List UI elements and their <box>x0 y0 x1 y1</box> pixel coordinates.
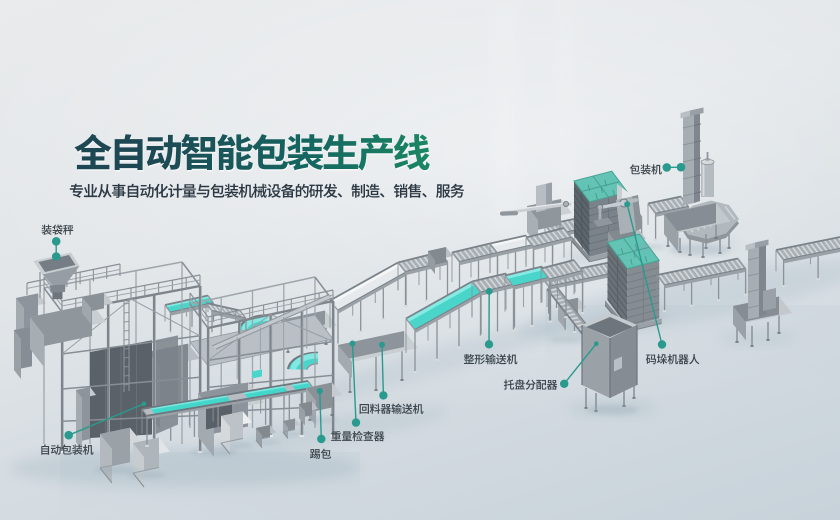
machine-palletizing-lines <box>14 107 840 488</box>
callout-labels <box>41 164 700 459</box>
label-weight-checker <box>331 430 385 442</box>
callout-dot <box>560 379 569 388</box>
callout-bag-kicker <box>316 388 326 444</box>
callout-endpoint-dot <box>624 201 631 208</box>
headline-title <box>74 133 430 171</box>
headline-subtitle <box>69 183 465 198</box>
callout-dot <box>64 430 73 440</box>
label-bagging-scale <box>41 224 74 235</box>
callout-endpoint-dot <box>485 287 493 295</box>
callout-dot <box>662 163 672 172</box>
label-packaging-machine <box>629 164 662 175</box>
callout-endpoint-dot <box>594 341 599 347</box>
callout-dot <box>484 340 494 349</box>
headline-group <box>69 133 465 198</box>
light-streaks <box>492 0 576 230</box>
bag-stack-1 <box>540 170 840 412</box>
pallet-dispenser-machine <box>581 313 638 412</box>
callout-shaping-conveyor <box>484 287 494 349</box>
contact-shadows <box>94 244 730 479</box>
callout-palletizing-robot <box>624 201 667 349</box>
label-bag-kicker <box>310 448 332 459</box>
callout-dot <box>379 391 388 400</box>
callout-packaging-machine <box>662 162 686 172</box>
callout-endpoint-dot <box>379 341 385 348</box>
callout-endpoint-dot <box>316 388 323 394</box>
machine-packing-outfeed-line <box>94 244 730 479</box>
label-return-feeder-conveyor <box>359 403 424 414</box>
stretch-wrapper-column <box>733 239 792 347</box>
hopper <box>33 252 80 300</box>
label-shaping-conveyor <box>463 353 518 365</box>
callout-dot <box>657 340 667 349</box>
callout-dot <box>351 418 361 427</box>
callout-weight-checker <box>349 340 361 427</box>
callout-return-feeder-conveyor <box>379 341 388 400</box>
callout-endpoint-dot <box>141 401 147 407</box>
callout-endpoint-dot <box>676 162 686 172</box>
callout-bagging-scale <box>51 237 61 261</box>
packaging-machine-column <box>664 107 731 253</box>
callout-connectors <box>51 162 686 444</box>
callout-dot <box>51 237 61 246</box>
label-pallet-dispenser <box>503 379 558 390</box>
callout-dot <box>317 434 326 444</box>
callout-auto-packaging-machine <box>64 401 147 440</box>
label-auto-packaging-machine <box>41 444 94 455</box>
label-palletizing-robot <box>646 354 700 365</box>
callout-pallet-dispenser <box>560 341 599 388</box>
callout-endpoint-dot <box>51 252 61 261</box>
callout-endpoint-dot <box>349 340 356 347</box>
